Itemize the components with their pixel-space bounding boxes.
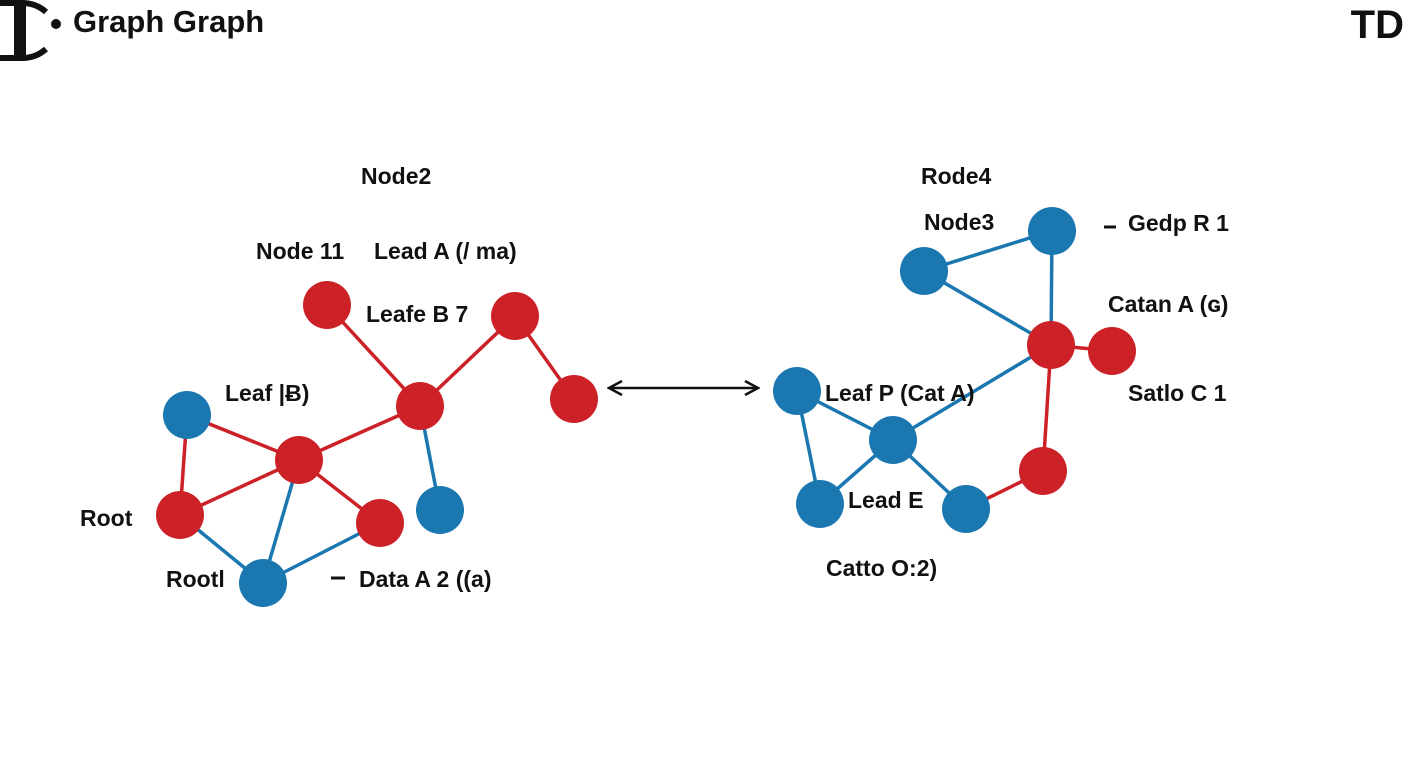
- graph-node: [275, 436, 323, 484]
- graph-node: [156, 491, 204, 539]
- graph-node: [1088, 327, 1136, 375]
- node-label: Root: [80, 505, 133, 531]
- graph-node: [550, 375, 598, 423]
- graph-node: [239, 559, 287, 607]
- node-label: Rode4: [921, 163, 992, 189]
- node-label: Node2: [361, 163, 431, 189]
- graph-node: [900, 247, 948, 295]
- graph-node: [796, 480, 844, 528]
- node-label: Catto O:2): [826, 555, 937, 581]
- graph-node: [416, 486, 464, 534]
- node-label: Leafe B 7: [366, 301, 468, 327]
- node-label: Gedp R 1: [1128, 210, 1229, 236]
- node-label: Lead E: [848, 487, 923, 513]
- graph-node: [396, 382, 444, 430]
- graph-node: [1028, 207, 1076, 255]
- node-label: Lead A (/ ma): [374, 238, 517, 264]
- graph-node: [1019, 447, 1067, 495]
- node-label: Rootl: [166, 566, 225, 592]
- graph-node: [163, 391, 211, 439]
- graph-node: [356, 499, 404, 547]
- graph-node: [303, 281, 351, 329]
- node-label: Satlo C 1: [1128, 380, 1227, 406]
- node-label: Node 11: [256, 238, 344, 264]
- node-label: Node3: [924, 209, 994, 235]
- graph-node: [1027, 321, 1075, 369]
- node-label: Data A 2 ((a): [359, 566, 492, 592]
- node-label: Leaf |Ƀ): [225, 380, 309, 406]
- node-label: Leaf P (Cat A): [825, 380, 975, 406]
- header-badge: TD: [1351, 3, 1404, 47]
- graph-node: [491, 292, 539, 340]
- logo-icon: [0, 0, 61, 61]
- node-label: Catan A (ɢ): [1108, 291, 1228, 317]
- page-title: Graph Graph: [73, 4, 264, 39]
- graph-node: [869, 416, 917, 464]
- left-graph-nodes: [156, 281, 598, 607]
- edge: [923, 269, 1052, 347]
- graph-node: [773, 367, 821, 415]
- right-graph-nodes: [773, 207, 1136, 533]
- edge: [892, 343, 1052, 442]
- graph-node: [942, 485, 990, 533]
